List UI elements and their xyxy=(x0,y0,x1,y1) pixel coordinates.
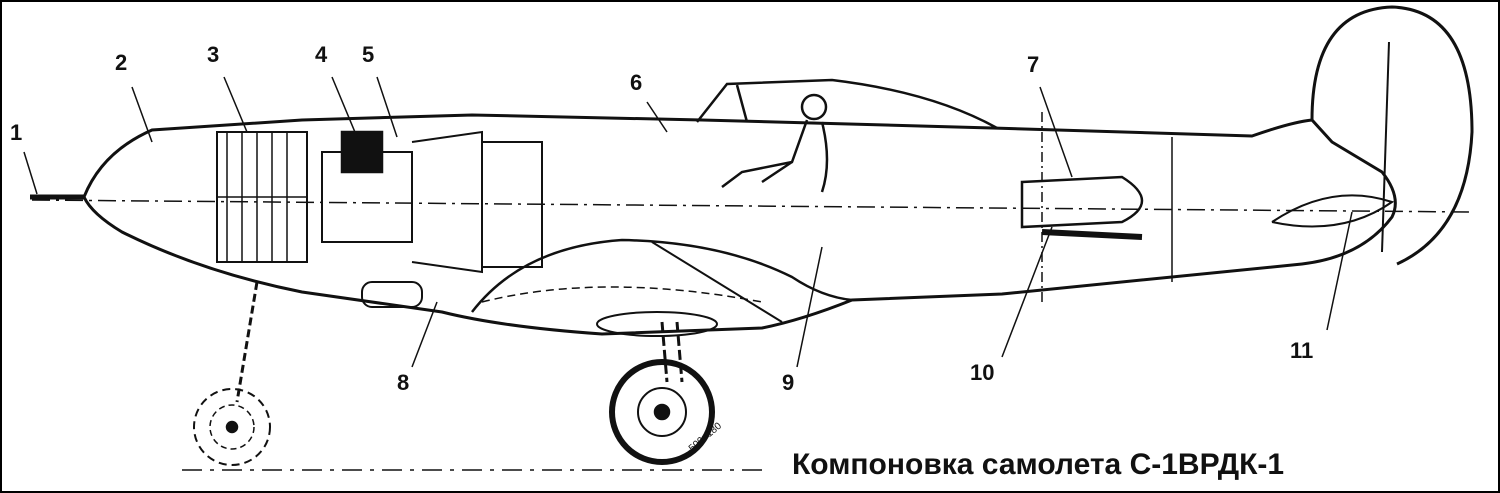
canopy xyxy=(696,78,998,130)
callout-7: 7 xyxy=(1027,52,1040,77)
fuselage-outline xyxy=(82,113,1397,336)
leader-lines xyxy=(23,76,1353,368)
wing-fairing xyxy=(471,238,853,313)
tail-fin xyxy=(1310,5,1474,266)
callout-8: 8 xyxy=(397,370,410,395)
unit xyxy=(340,130,384,174)
callout-9: 9 xyxy=(782,370,795,395)
callout-5: 5 xyxy=(362,42,375,67)
wheel-well xyxy=(596,311,718,337)
callout-11: 11 xyxy=(1290,338,1314,363)
callout-4: 4 xyxy=(315,42,328,67)
centerline xyxy=(31,199,1473,213)
nose-gear-strut xyxy=(235,281,259,403)
main-gear-strut xyxy=(660,321,684,383)
callout-3: 3 xyxy=(207,42,220,67)
wheel-marking: 500×180 xyxy=(687,420,724,454)
pilot-figure xyxy=(721,93,829,193)
callout-1: 1 xyxy=(10,120,23,145)
vrdk-unit xyxy=(1020,175,1144,229)
diagram-caption: Компоновка самолета С-1ВРДК-1 xyxy=(792,448,1285,481)
callout-10: 10 xyxy=(970,360,995,385)
callout-2: 2 xyxy=(115,50,128,75)
windshield-frame xyxy=(735,84,749,123)
callout-6: 6 xyxy=(630,70,643,95)
main-wheel xyxy=(609,359,715,465)
nose-wheel xyxy=(193,388,271,466)
